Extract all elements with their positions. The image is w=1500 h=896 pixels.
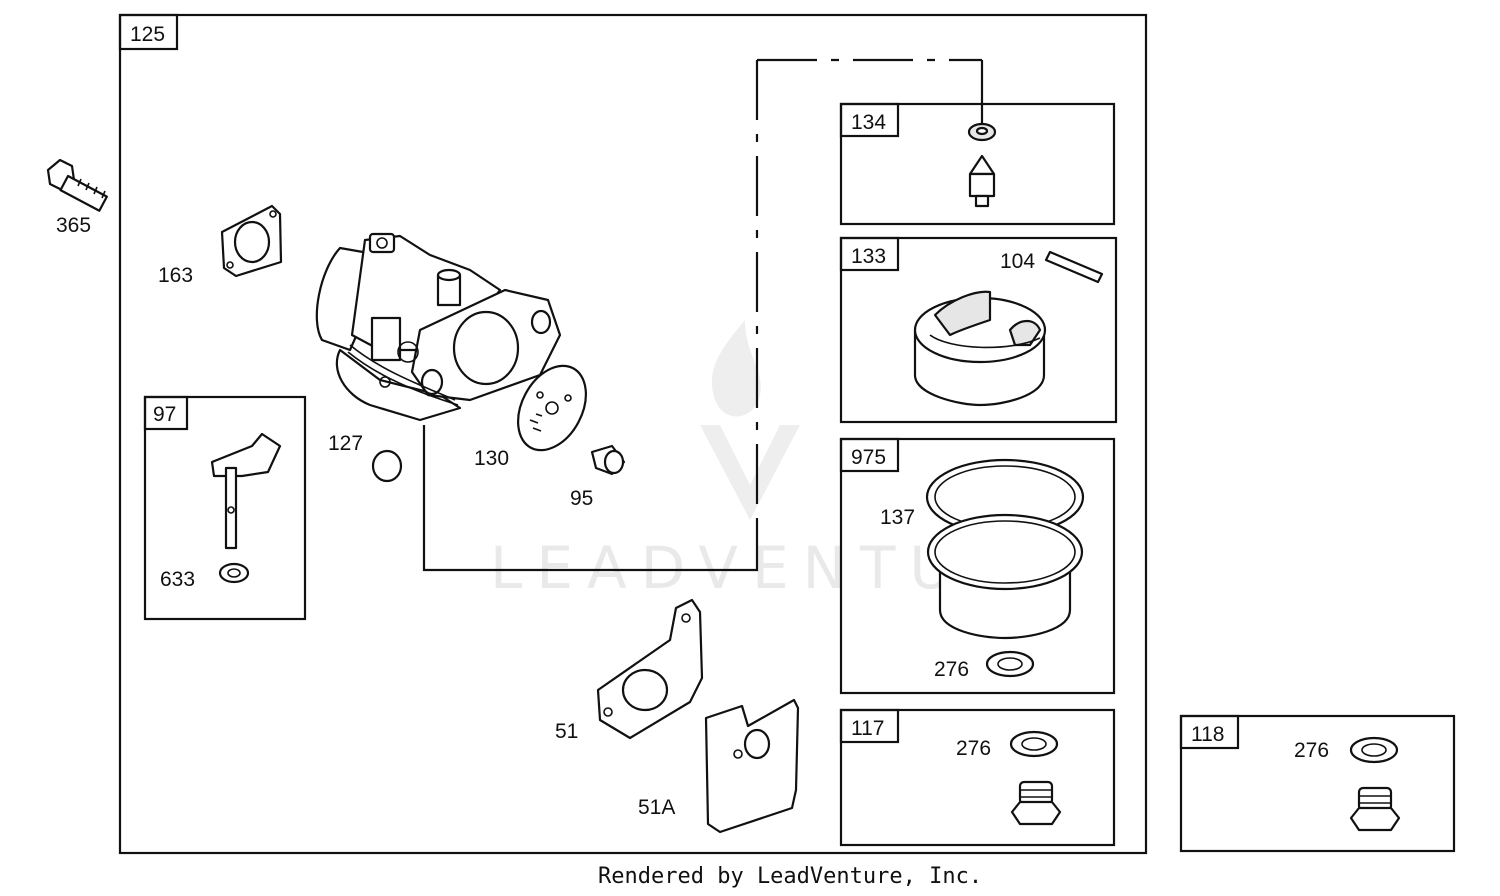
box-label-134: 134 — [851, 111, 886, 134]
screw-95: 95 — [570, 444, 626, 510]
callout-276-box-117: 276 — [956, 737, 991, 760]
callout-104: 104 — [1000, 250, 1035, 273]
callout-130: 130 — [474, 447, 509, 470]
plate-51a: 51A — [638, 698, 800, 834]
kit-box-117: 117 276 — [839, 708, 1116, 847]
kit-box-97: 97 633 — [143, 395, 307, 621]
callout-163: 163 — [158, 264, 193, 287]
carburetor-body — [315, 232, 562, 422]
box-label-975: 975 — [851, 446, 886, 469]
kit-box-975: 975 137 276 — [839, 437, 1116, 695]
kit-box-134: 134 — [839, 102, 1116, 226]
box-label-97: 97 — [153, 403, 176, 426]
box-label-118: 118 — [1191, 723, 1224, 746]
footer-credit: Rendered by LeadVenture, Inc. — [598, 864, 982, 889]
diaphragm-130: 130 — [474, 364, 587, 470]
kit-box-118: 118 276 — [1179, 714, 1456, 853]
callout-137: 137 — [880, 506, 915, 529]
gasket-163: 163 — [158, 204, 283, 287]
callout-633: 633 — [160, 568, 195, 591]
callout-51: 51 — [555, 720, 578, 743]
callout-127: 127 — [328, 432, 363, 455]
callout-276-box-118: 276 — [1294, 739, 1329, 762]
box-label-133: 133 — [851, 245, 886, 268]
bolt-365: 365 — [46, 158, 108, 237]
connector-lines — [422, 58, 984, 572]
plug-127: 127 — [328, 432, 403, 483]
callout-365: 365 — [56, 214, 91, 237]
kit-box-133: 133 104 — [839, 236, 1118, 424]
gasket-51: 51 — [555, 598, 704, 743]
assembly-frame-125: 125 — [118, 13, 1148, 855]
callout-51a: 51A — [638, 796, 675, 819]
box-label-125: 125 — [130, 23, 165, 46]
callout-95: 95 — [570, 487, 593, 510]
box-label-117: 117 — [851, 717, 884, 740]
callout-276-box-975: 276 — [934, 658, 969, 681]
